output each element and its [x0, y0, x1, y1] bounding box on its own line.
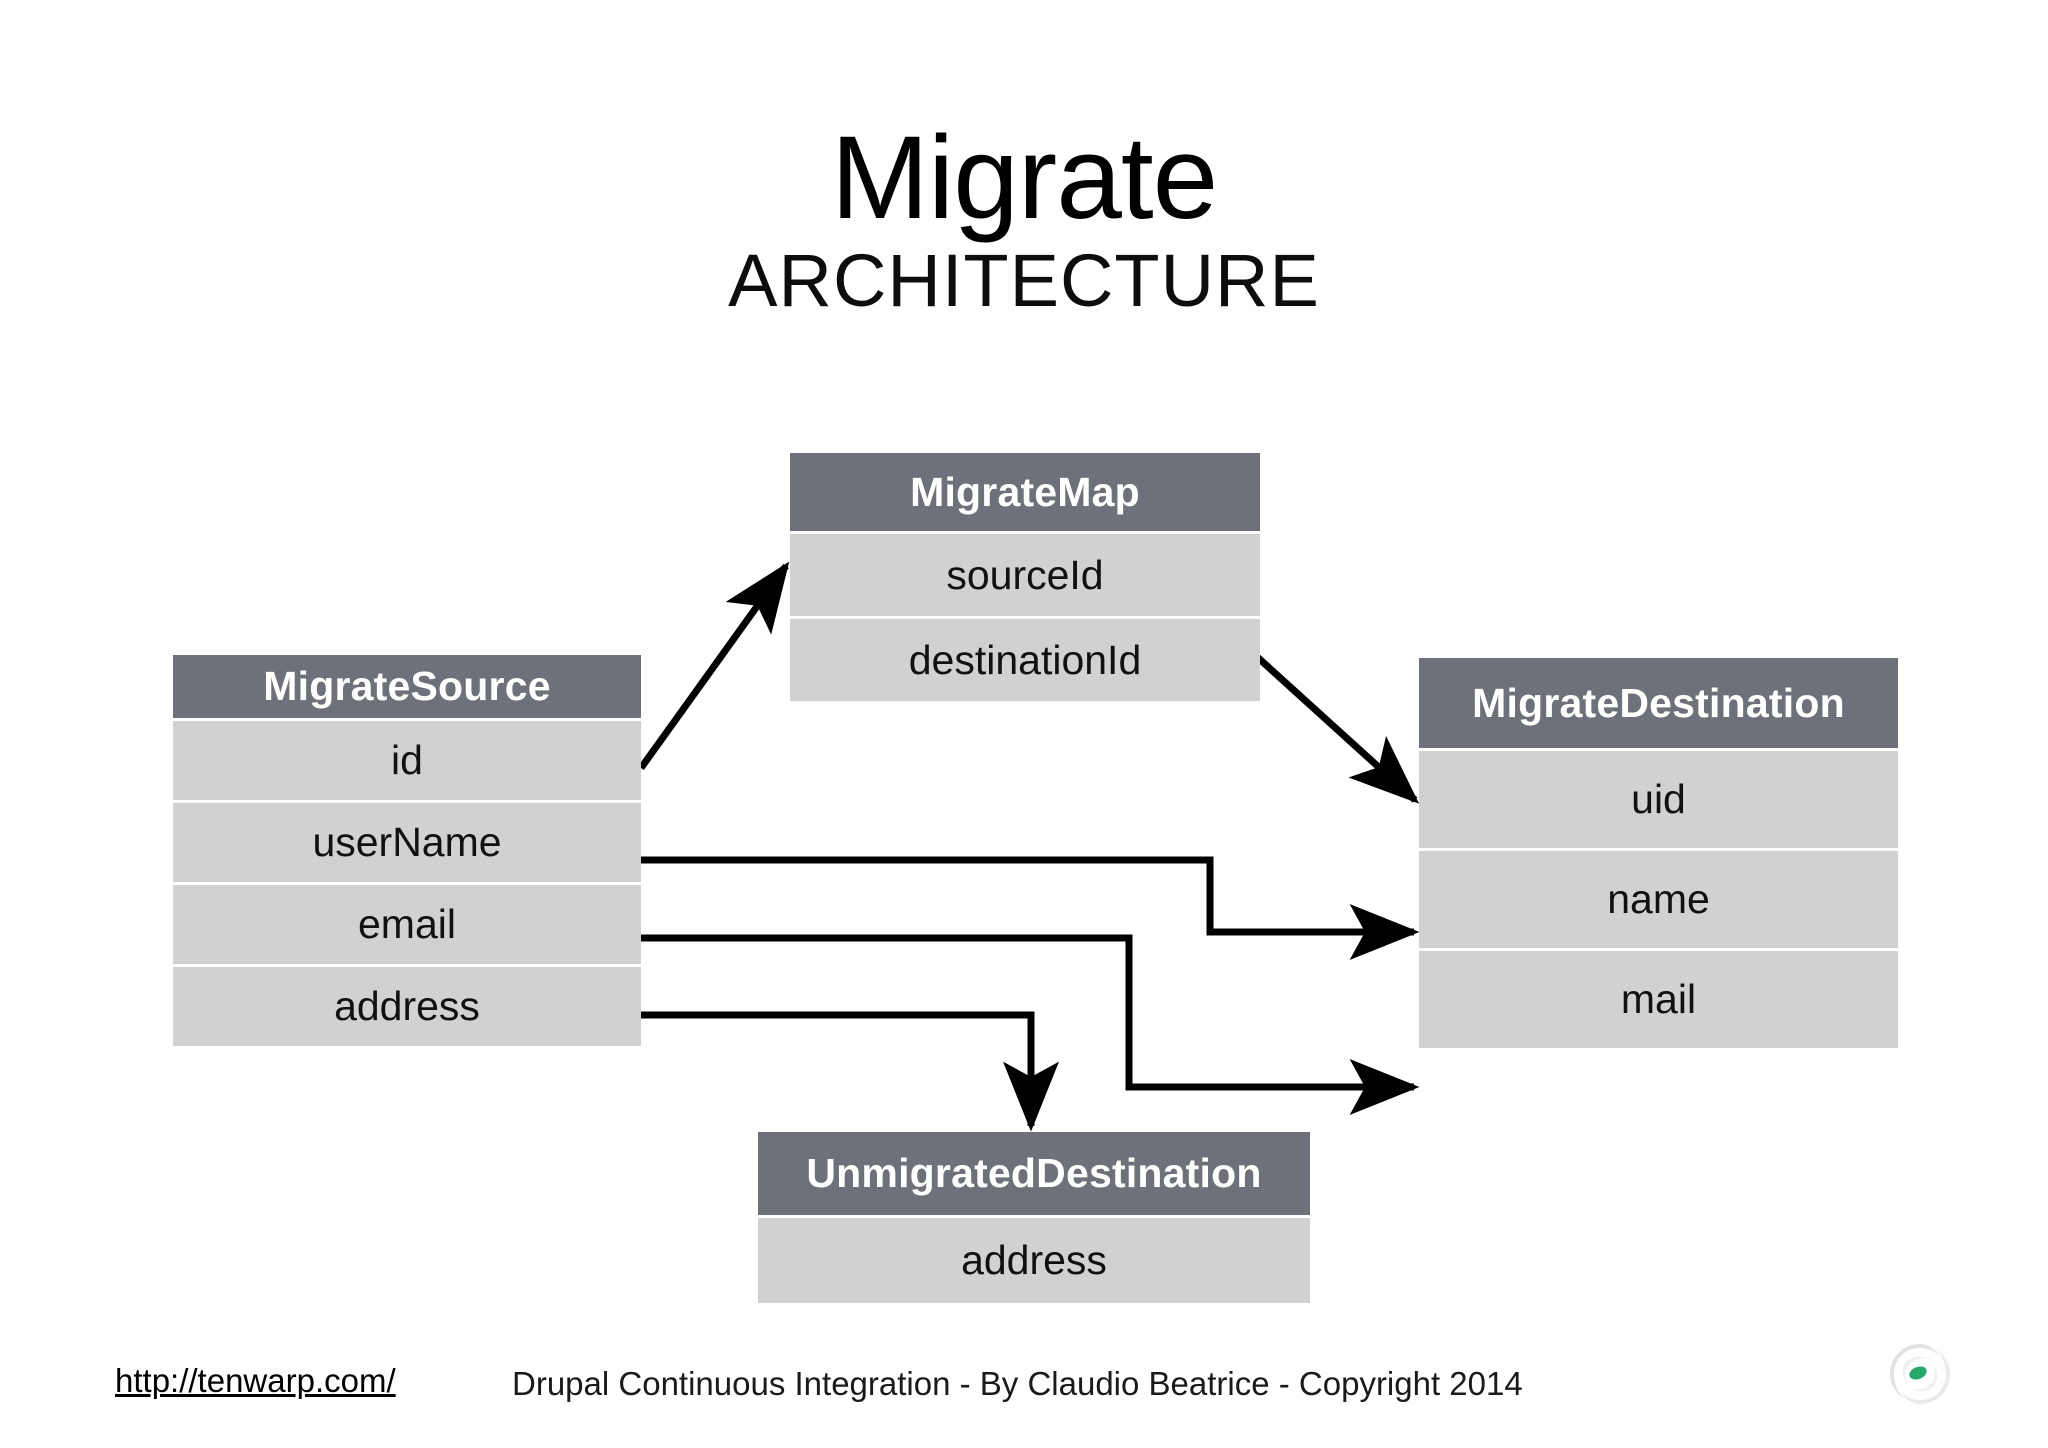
connector-map-destinationid-to-dest-uid — [1252, 652, 1420, 804]
entity-row-unmigrated-address: address — [758, 1215, 1310, 1303]
footer-credit-text: Drupal Continuous Integration - By Claud… — [512, 1365, 1523, 1402]
entity-header-migrate-map: MigrateMap — [790, 453, 1260, 531]
tenwarp-logo-icon — [1884, 1338, 1956, 1410]
page-title: Migrate — [830, 112, 1218, 244]
entity-box-unmigrated-destination: UnmigratedDestination address — [758, 1132, 1310, 1303]
footer-website-link[interactable]: http://tenwarp.com/ — [115, 1362, 396, 1399]
entity-header-unmigrated-destination: UnmigratedDestination — [758, 1132, 1310, 1215]
entity-box-migrate-destination: MigrateDestination uid name mail — [1419, 658, 1898, 1048]
entity-header-migrate-destination: MigrateDestination — [1419, 658, 1898, 748]
entity-box-migrate-map: MigrateMap sourceId destinationId — [790, 453, 1260, 701]
entity-row-username: userName — [173, 800, 641, 882]
connector-source-id-to-map-sourceid — [638, 561, 790, 771]
entity-row-email: email — [173, 882, 641, 964]
connector-source-address-to-unmigrated — [641, 1011, 1059, 1132]
title-block: Migrate ARCHITECTURE — [0, 118, 2048, 320]
entity-header-migrate-source: MigrateSource — [173, 655, 641, 718]
entity-row-uid: uid — [1419, 748, 1898, 848]
entity-row-mail: mail — [1419, 948, 1898, 1048]
connector-source-username-to-dest-name — [641, 856, 1420, 960]
entity-row-name: name — [1419, 848, 1898, 948]
connector-source-email-to-dest-mail — [641, 934, 1420, 1115]
entity-box-migrate-source: MigrateSource id userName email address — [173, 655, 641, 1046]
entity-row-destinationid: destinationId — [790, 616, 1260, 701]
entity-row-sourceid: sourceId — [790, 531, 1260, 616]
entity-row-id: id — [173, 718, 641, 800]
entity-row-address: address — [173, 964, 641, 1046]
page-subtitle: ARCHITECTURE — [728, 239, 1320, 323]
